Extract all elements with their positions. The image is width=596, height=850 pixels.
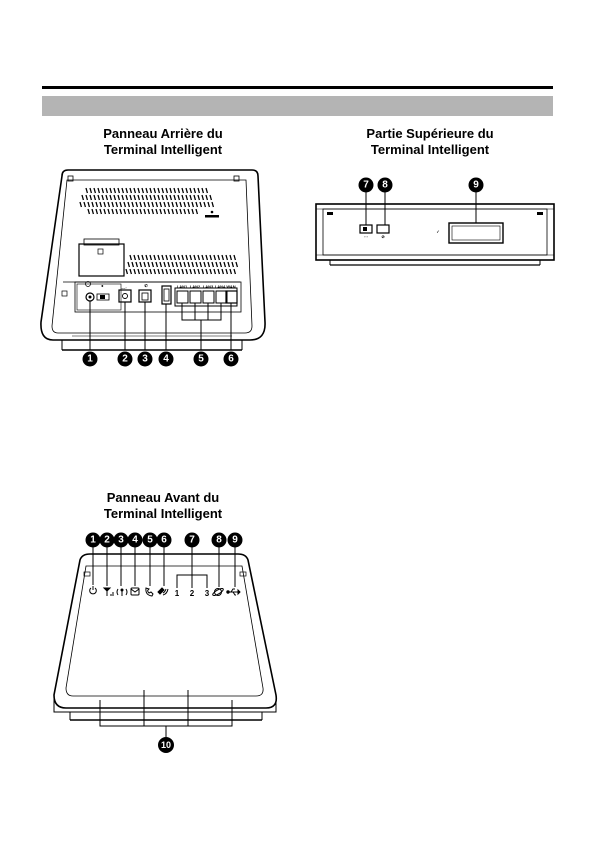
svg-text:5: 5 [147,535,153,546]
front-callout-1: 1 [86,533,101,548]
top-callout-8: 8 [378,178,393,193]
rear-callout-6: 6 [224,352,239,367]
rear-port-label-lan3: LAN3 [203,284,214,289]
svg-text:4: 4 [132,535,138,546]
svg-text:◦◦◦: ◦◦◦ [364,234,369,239]
svg-text:9: 9 [473,180,479,191]
svg-text:––◦: ––◦ [121,285,127,290]
svg-text:6: 6 [228,354,234,365]
svg-text:3: 3 [118,535,124,546]
svg-text:7: 7 [189,535,195,546]
svg-text:7: 7 [363,180,369,191]
svg-text:1: 1 [90,535,96,546]
svg-text:8: 8 [216,535,222,546]
front-callout-3: 3 [114,533,129,548]
front-lan-number-1: 1 [175,589,180,598]
rear-callout-4: 4 [159,352,174,367]
svg-text:✓: ✓ [436,229,439,234]
svg-text:8: 8 [382,180,388,191]
svg-text:4: 4 [163,354,169,365]
rear-callout-3: 3 [138,352,153,367]
top-callouts: 7 8 9 [359,178,484,193]
rear-port-label-lan4: LAN4 [215,284,226,289]
rear-callouts: 1 2 3 4 5 6 [83,352,239,367]
svg-text:10: 10 [161,740,171,750]
svg-text:2: 2 [104,535,110,546]
front-callout-2: 2 [100,533,115,548]
front-panel-drawing [54,554,276,720]
svg-text:1: 1 [87,354,93,365]
rear-port-label-lan1: LAN1 [177,284,188,289]
rear-port-label-wan: WAN [226,284,235,289]
svg-text:6: 6 [161,535,167,546]
rear-port-label-lan2: LAN2 [190,284,201,289]
front-callout-4: 4 [128,533,143,548]
front-callout-6: 6 [157,533,172,548]
rear-callout-1: 1 [83,352,98,367]
front-callout-7: 7 [185,533,200,548]
svg-text:9: 9 [232,535,238,546]
front-callout-10: 10 [158,737,174,753]
front-lan-number-2: 2 [190,589,195,598]
svg-text:3: 3 [142,354,148,365]
top-callout-7: 7 [359,178,374,193]
front-callout-9: 9 [228,533,243,548]
svg-text:5: 5 [198,354,204,365]
front-callout-8: 8 [212,533,227,548]
svg-text:2: 2 [122,354,128,365]
rear-callout-5: 5 [194,352,209,367]
front-lan-number-3: 3 [205,589,210,598]
top-view-drawing: ◦◦◦ ⊘ ✓ [316,190,554,265]
front-callout-5: 5 [143,533,158,548]
top-callout-9: 9 [469,178,484,193]
rear-callout-2: 2 [118,352,133,367]
